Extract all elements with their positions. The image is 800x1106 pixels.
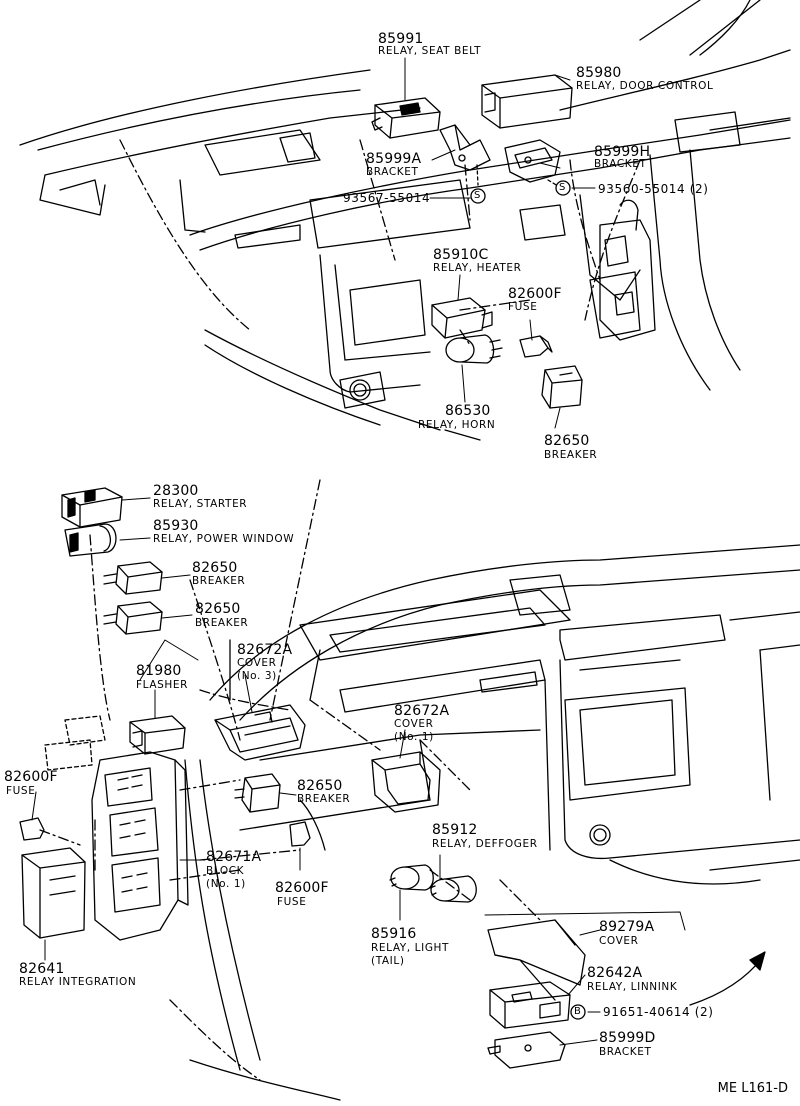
part-number-85999d: 85999D bbox=[599, 1030, 656, 1046]
part-name-85980: RELAY, DOOR CONTROL bbox=[576, 80, 714, 92]
bracket-85999h-drawing bbox=[504, 139, 561, 187]
part-number-85999h: 85999H bbox=[594, 144, 651, 160]
relay-heater-drawing bbox=[431, 297, 493, 339]
part-name-85999a: BRACKET bbox=[366, 166, 419, 178]
fuse-82600f-top-drawing bbox=[519, 335, 553, 358]
diagram-code: ME L161-D bbox=[717, 1081, 788, 1096]
relay-starter-drawing bbox=[61, 487, 123, 528]
part-name-82650-b: BREAKER bbox=[192, 575, 246, 587]
cover-no3-drawing bbox=[214, 704, 306, 761]
part-name-85910c: RELAY, HEATER bbox=[433, 262, 522, 274]
part-name-82671a: BLOCK bbox=[206, 865, 245, 877]
part-name-85912: RELAY, DEFFOGER bbox=[432, 838, 538, 850]
breaker-82650-b-drawing bbox=[103, 561, 163, 595]
relay-horn-drawing bbox=[445, 334, 503, 364]
part-number-82641: 82641 bbox=[19, 961, 65, 977]
part-number-82672a-3: 82672A bbox=[237, 642, 293, 658]
relay-power-window-drawing bbox=[64, 523, 117, 557]
part-name-85930: RELAY, POWER WINDOW bbox=[153, 533, 295, 545]
breaker-82650-top-drawing bbox=[541, 365, 583, 409]
part-sub-82671a: (No. 1) bbox=[206, 878, 246, 890]
screw-symbols bbox=[470, 180, 571, 204]
bracket-85999a-drawing bbox=[439, 124, 491, 186]
part-number-82671a: 82671A bbox=[206, 849, 262, 865]
part-name-85999h: BRACKET bbox=[594, 158, 647, 170]
part-number-91651: 91651-40614 (2) bbox=[603, 1005, 714, 1019]
part-number-85999a: 85999A bbox=[366, 151, 422, 167]
part-name-82600f-b: FUSE bbox=[6, 785, 36, 797]
relay-defogger-drawing bbox=[429, 875, 477, 903]
part-name-82650-a: BREAKER bbox=[544, 449, 598, 461]
relay-integration-drawing bbox=[21, 847, 86, 939]
fuse-block-top-drawing bbox=[589, 199, 656, 341]
part-sub-82672a-3: (No. 3) bbox=[237, 670, 277, 682]
part-name-82642a: RELAY, LINNINK bbox=[587, 981, 678, 993]
part-number-82600f-a: 82600F bbox=[508, 286, 562, 302]
bolt-symbol-label: B bbox=[574, 1006, 581, 1017]
part-number-85930: 85930 bbox=[153, 518, 199, 534]
part-name-82641: RELAY INTEGRATION bbox=[19, 976, 137, 988]
part-name-85999d: BRACKET bbox=[599, 1046, 652, 1058]
fuse-82600f-left-drawing bbox=[19, 817, 45, 841]
bracket-85999d-drawing bbox=[487, 1031, 566, 1069]
part-number-85912: 85912 bbox=[432, 822, 478, 838]
breaker-82650-d-drawing bbox=[234, 773, 281, 813]
part-number-85991: 85991 bbox=[378, 31, 424, 47]
part-number-82650-d: 82650 bbox=[297, 778, 343, 794]
part-number-82672a-1: 82672A bbox=[394, 703, 450, 719]
breaker-82650-c-drawing bbox=[103, 601, 163, 635]
part-name-82600f-a: FUSE bbox=[508, 301, 538, 313]
cover-no1-drawing bbox=[371, 751, 441, 813]
part-number-86530: 86530 bbox=[445, 403, 491, 419]
lower-leader-lines bbox=[31, 497, 601, 1046]
relay-door-control-drawing bbox=[481, 74, 573, 129]
relay-linnink-drawing bbox=[489, 981, 571, 1029]
fuse-82600f-bottom-drawing bbox=[289, 821, 311, 847]
part-number-85916: 85916 bbox=[371, 926, 417, 942]
part-number-85910c: 85910C bbox=[433, 247, 489, 263]
part-number-82600f-c: 82600F bbox=[275, 880, 329, 896]
part-number-81980: 81980 bbox=[136, 663, 182, 679]
relay-seat-belt-drawing bbox=[371, 97, 441, 139]
part-number-89279a: 89279A bbox=[599, 919, 655, 935]
lower-dashboard-outline bbox=[39, 479, 800, 1101]
part-name-82600f-c: FUSE bbox=[277, 896, 307, 908]
arrow-direction bbox=[689, 951, 766, 1006]
part-name-82650-c: BREAKER bbox=[195, 617, 249, 629]
part-name-82672a-3: COVER bbox=[237, 657, 277, 669]
part-number-82650-b: 82650 bbox=[192, 560, 238, 576]
part-name-86530: RELAY, HORN bbox=[418, 419, 496, 431]
top-leader-lines bbox=[404, 57, 596, 429]
part-name-82650-d: BREAKER bbox=[297, 793, 351, 805]
part-number-85980: 85980 bbox=[576, 65, 622, 81]
part-sub-85916: (TAIL) bbox=[371, 955, 405, 967]
part-name-81980: FLASHER bbox=[136, 679, 189, 691]
junction-block-drawing bbox=[44, 715, 189, 941]
part-name-85916: RELAY, LIGHT bbox=[371, 942, 450, 954]
part-name-28300: RELAY, STARTER bbox=[153, 498, 248, 510]
part-number-82600f-b: 82600F bbox=[4, 769, 58, 785]
relay-light-drawing bbox=[389, 864, 434, 891]
part-number-93560: 93560-55014 (2) bbox=[598, 182, 709, 196]
cover-89279a-drawing bbox=[484, 911, 686, 1001]
part-name-89279a: COVER bbox=[599, 935, 639, 947]
part-number-28300: 28300 bbox=[153, 483, 199, 499]
part-number-82650-c: 82650 bbox=[195, 601, 241, 617]
part-name-85991: RELAY, SEAT BELT bbox=[378, 45, 482, 57]
part-sub-82672a-1: (No. 1) bbox=[394, 731, 434, 743]
part-number-82642a: 82642A bbox=[587, 965, 643, 981]
part-number-93567: 93567-55014 bbox=[343, 191, 431, 205]
part-name-82672a-1: COVER bbox=[394, 718, 434, 730]
flasher-drawing bbox=[129, 715, 186, 755]
bolt-symbol bbox=[570, 1004, 586, 1020]
screw-symbol-left: S bbox=[474, 190, 481, 201]
screw-symbol-right: S bbox=[559, 182, 566, 193]
part-number-82650-a: 82650 bbox=[544, 433, 590, 449]
